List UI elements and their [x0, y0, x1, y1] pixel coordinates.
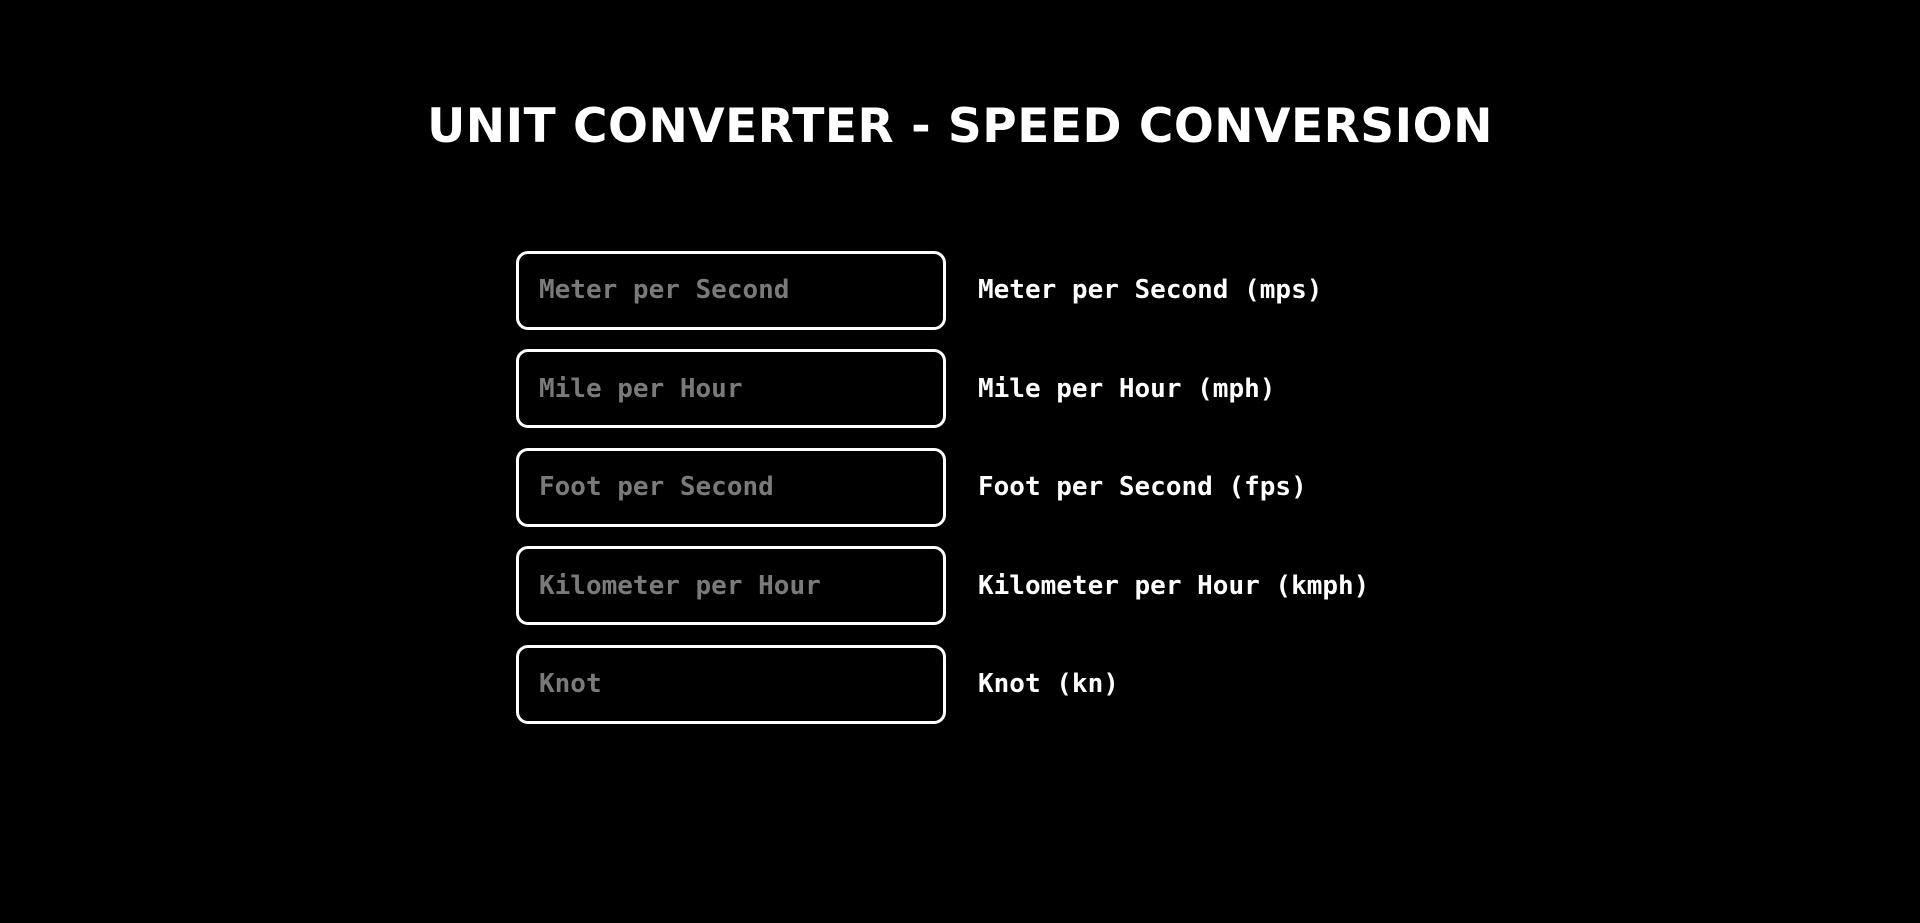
kmph-label: Kilometer per Hour (kmph) — [978, 570, 1370, 601]
unit-row-mps: Meter per Second (mps) — [516, 250, 1416, 330]
fps-input[interactable] — [516, 447, 946, 527]
speed-converter-form: Meter per Second (mps) Mile per Hour (mp… — [516, 250, 1416, 743]
mps-input[interactable] — [516, 250, 946, 330]
kmph-input[interactable] — [516, 546, 946, 625]
mph-label: Mile per Hour (mph) — [978, 373, 1276, 404]
fps-label: Foot per Second (fps) — [978, 472, 1307, 502]
unit-row-fps: Foot per Second (fps) — [516, 447, 1416, 527]
unit-row-kmph: Kilometer per Hour (kmph) — [516, 546, 1416, 626]
page-title: UNIT CONVERTER - SPEED CONVERSION — [427, 99, 1493, 154]
mph-input[interactable] — [516, 349, 946, 428]
unit-row-mph: Mile per Hour (mph) — [516, 349, 1416, 429]
unit-row-knot: Knot (kn) — [516, 644, 1416, 724]
knot-label: Knot (kn) — [978, 669, 1119, 699]
knot-input[interactable] — [516, 644, 946, 724]
mps-label: Meter per Second (mps) — [978, 275, 1323, 305]
